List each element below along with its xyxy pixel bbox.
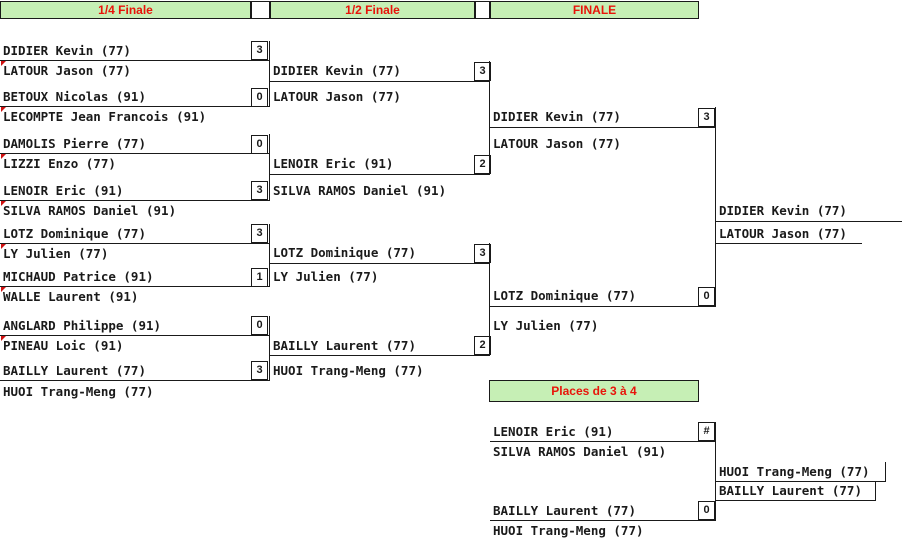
bracket-line	[0, 60, 270, 61]
semi-4-score[interactable]: 2	[474, 336, 491, 355]
bracket-connector	[489, 243, 490, 355]
third-2-player-a: BAILLY Laurent (77)	[493, 503, 636, 518]
quarter-4-score[interactable]: 3	[251, 181, 268, 200]
comment-marker	[1, 287, 6, 292]
quarter-1-score[interactable]: 3	[251, 41, 268, 60]
semi-2-player-a: LENOIR Eric (91)	[273, 156, 394, 171]
header-semi-final: 1/2 Finale	[270, 1, 475, 19]
quarter-3-score[interactable]: 0	[251, 135, 268, 154]
quarter-7-player-b: PINEAU Loic (91)	[3, 338, 124, 353]
third-winner-player-a: HUOI Trang-Meng (77)	[719, 464, 870, 479]
bracket-line	[0, 380, 270, 381]
third-1-score[interactable]: #	[698, 422, 715, 441]
bracket-connector	[875, 481, 876, 500]
semi-2-player-b: SILVA RAMOS Daniel (91)	[273, 183, 447, 198]
third-1-player-b: SILVA RAMOS Daniel (91)	[493, 444, 667, 459]
bracket-line	[270, 355, 490, 356]
bracket-connector	[715, 107, 716, 306]
bracket-line	[270, 81, 490, 82]
bracket-connector	[489, 61, 490, 174]
semi-1-player-b: LATOUR Jason (77)	[273, 89, 401, 104]
quarter-6-player-a: MICHAUD Patrice (91)	[3, 269, 154, 284]
comment-marker	[1, 201, 6, 206]
quarter-1-player-b: LATOUR Jason (77)	[3, 63, 131, 78]
quarter-2-player-a: BETOUX Nicolas (91)	[3, 89, 146, 104]
bracket-connector	[269, 316, 270, 380]
header-spacer	[251, 1, 270, 19]
quarter-1-player-a: DIDIER Kevin (77)	[3, 43, 131, 58]
comment-marker	[1, 107, 6, 112]
bracket-connector	[885, 462, 886, 481]
final-player-d: LY Julien (77)	[493, 318, 599, 333]
quarter-3-player-a: DAMOLIS Pierre (77)	[3, 136, 146, 151]
bracket-line	[0, 243, 270, 244]
quarter-2-score[interactable]: 0	[251, 88, 268, 107]
quarter-4-player-a: LENOIR Eric (91)	[3, 183, 124, 198]
bracket-line	[0, 335, 270, 336]
quarter-2-player-b: LECOMPTE Jean Francois (91)	[3, 109, 207, 124]
bracket-line	[0, 153, 270, 154]
third-1-player-a: LENOIR Eric (91)	[493, 424, 614, 439]
header-spacer	[475, 1, 490, 19]
header-third-place: Places de 3 à 4	[489, 380, 699, 402]
semi-1-score[interactable]: 3	[474, 62, 491, 81]
third-2-score[interactable]: 0	[698, 501, 715, 520]
champion-player-b: LATOUR Jason (77)	[719, 226, 847, 241]
bracket-line	[490, 520, 716, 521]
champion-player-a: DIDIER Kevin (77)	[719, 203, 847, 218]
bracket-line	[490, 306, 716, 307]
quarter-8-score[interactable]: 3	[251, 361, 268, 380]
bracket-line	[0, 286, 270, 287]
bracket-line	[716, 500, 876, 501]
comment-marker	[1, 154, 6, 159]
semi-1-player-a: DIDIER Kevin (77)	[273, 63, 401, 78]
semi-2-score[interactable]: 2	[474, 155, 491, 174]
bracket-line	[716, 481, 886, 482]
final-1-score[interactable]: 3	[698, 108, 715, 127]
third-2-player-b: HUOI Trang-Meng (77)	[493, 523, 644, 538]
bracket-line	[490, 127, 716, 128]
semi-3-player-b: LY Julien (77)	[273, 269, 379, 284]
quarter-5-player-a: LOTZ Dominique (77)	[3, 226, 146, 241]
semi-3-player-a: LOTZ Dominique (77)	[273, 245, 416, 260]
final-player-a: DIDIER Kevin (77)	[493, 109, 621, 124]
header-final: FINALE	[490, 1, 699, 19]
bracket-connector	[269, 41, 270, 106]
header-quarter-final: 1/4 Finale	[0, 1, 251, 19]
bracket-line	[716, 221, 902, 222]
semi-3-score[interactable]: 3	[474, 244, 491, 263]
bracket-line	[270, 263, 490, 264]
third-winner-player-b: BAILLY Laurent (77)	[719, 483, 862, 498]
quarter-8-player-a: BAILLY Laurent (77)	[3, 363, 146, 378]
comment-marker	[1, 244, 6, 249]
bracket-line	[716, 243, 862, 244]
semi-4-player-a: BAILLY Laurent (77)	[273, 338, 416, 353]
quarter-5-score[interactable]: 3	[251, 224, 268, 243]
bracket-connector	[715, 422, 716, 520]
bracket-line	[0, 106, 270, 107]
final-player-b: LATOUR Jason (77)	[493, 136, 621, 151]
quarter-7-score[interactable]: 0	[251, 316, 268, 335]
comment-marker	[1, 61, 6, 66]
quarter-7-player-a: ANGLARD Philippe (91)	[3, 318, 162, 333]
quarter-3-player-b: LIZZI Enzo (77)	[3, 156, 116, 171]
semi-4-player-b: HUOI Trang-Meng (77)	[273, 363, 424, 378]
quarter-8-player-b: HUOI Trang-Meng (77)	[3, 384, 154, 399]
quarter-5-player-b: LY Julien (77)	[3, 246, 109, 261]
bracket-connector	[269, 134, 270, 200]
bracket-connector	[269, 224, 270, 286]
quarter-6-score[interactable]: 1	[251, 268, 268, 287]
bracket-line	[490, 441, 716, 442]
bracket-line	[0, 200, 270, 201]
comment-marker	[1, 336, 6, 341]
quarter-4-player-b: SILVA RAMOS Daniel (91)	[3, 203, 177, 218]
final-2-score[interactable]: 0	[698, 287, 715, 306]
final-player-c: LOTZ Dominique (77)	[493, 288, 636, 303]
quarter-6-player-b: WALLE Laurent (91)	[3, 289, 139, 304]
bracket-line	[270, 174, 490, 175]
